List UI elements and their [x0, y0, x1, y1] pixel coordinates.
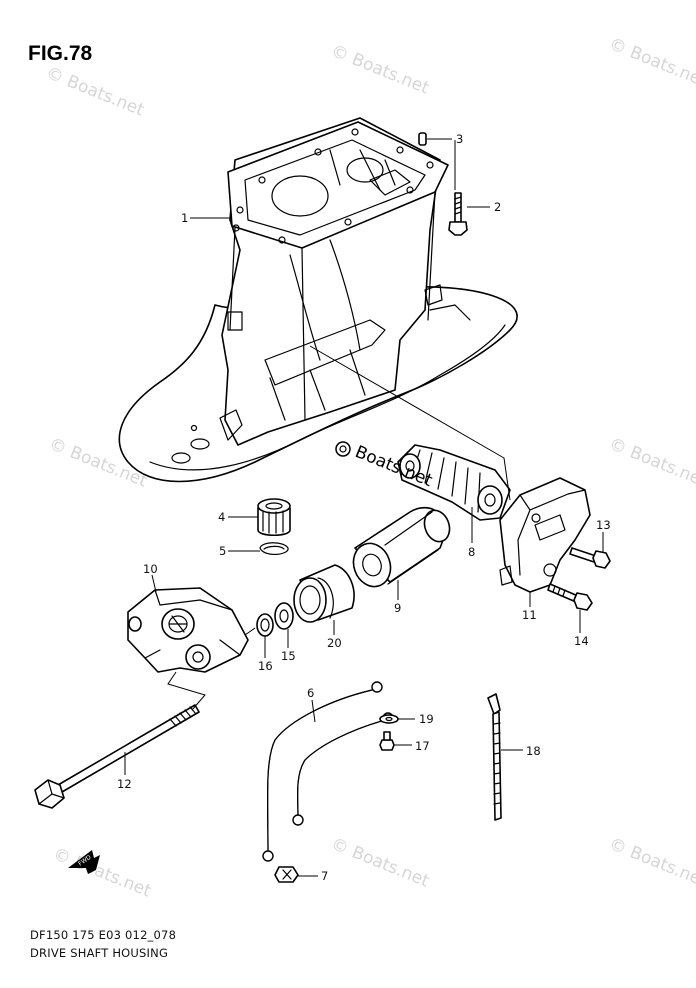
watermark-text: © Boats.net [328, 41, 432, 99]
part-3-dowel-pin[interactable] [418, 132, 427, 146]
watermark-text: © Boats.net [606, 834, 696, 892]
callout-3: 3 [456, 132, 463, 146]
callout-6: 6 [307, 686, 314, 700]
callout-19: 19 [419, 712, 434, 726]
figure-title: FIG.78 [28, 42, 93, 65]
callout-13: 13 [596, 518, 611, 532]
callout-14: 14 [574, 634, 589, 648]
part-18-cable-tie[interactable] [487, 693, 502, 821]
part-17-screw[interactable] [379, 731, 395, 751]
callout-5: 5 [219, 544, 226, 558]
part-11-mount-bracket[interactable] [499, 477, 591, 593]
part-4-grommet[interactable] [257, 498, 291, 537]
callout-11: 11 [522, 608, 537, 622]
part-13-bolt[interactable] [569, 547, 611, 569]
callout-17: 17 [415, 739, 430, 753]
part-19-washer[interactable] [379, 714, 399, 724]
callout-2: 2 [494, 200, 501, 214]
callout-7: 7 [321, 869, 328, 883]
watermark-text: © Boats.net [606, 34, 696, 92]
part-5-seal-ring[interactable] [259, 542, 289, 555]
part-15-washer[interactable] [274, 602, 294, 630]
callout-8: 8 [468, 545, 475, 559]
diagram-title: DRIVE SHAFT HOUSING [30, 946, 169, 960]
part-10-mount-bracket[interactable] [127, 587, 249, 673]
callout-9: 9 [394, 601, 401, 615]
watermark-text: © Boats.net [50, 844, 154, 902]
part-16-washer[interactable] [256, 613, 274, 637]
part-9-rubber-mount[interactable] [348, 506, 454, 592]
callout-16: 16 [258, 659, 273, 673]
callout-12: 12 [117, 777, 132, 791]
callout-18: 18 [526, 744, 541, 758]
part-7-screw[interactable] [274, 866, 299, 883]
callout-10: 10 [143, 562, 158, 576]
leader-lines [124, 138, 604, 877]
part-2-bolt[interactable] [448, 192, 468, 236]
part-1-drive-shaft-housing[interactable] [118, 117, 518, 483]
part-8-rubber-mount[interactable] [397, 444, 511, 521]
callout-20: 20 [327, 636, 342, 650]
callout-4: 4 [218, 510, 225, 524]
part-14-bolt[interactable] [547, 583, 593, 611]
part-6-ground-wire[interactable] [262, 681, 394, 862]
callout-numbers: 1 2 3 4 5 6 7 8 9 10 11 12 13 14 15 16 1… [117, 132, 611, 883]
watermark-text: © Boats.net [328, 834, 432, 892]
diagram-code: DF150 175 E03 012_078 [30, 928, 177, 942]
callout-1: 1 [181, 211, 188, 225]
watermark-text: © Boats.net [43, 63, 147, 121]
part-12-long-bolt[interactable] [34, 704, 200, 809]
part-20-collar[interactable] [293, 564, 355, 623]
watermark-text: © Boats.net [606, 434, 696, 492]
callout-15: 15 [281, 649, 296, 663]
